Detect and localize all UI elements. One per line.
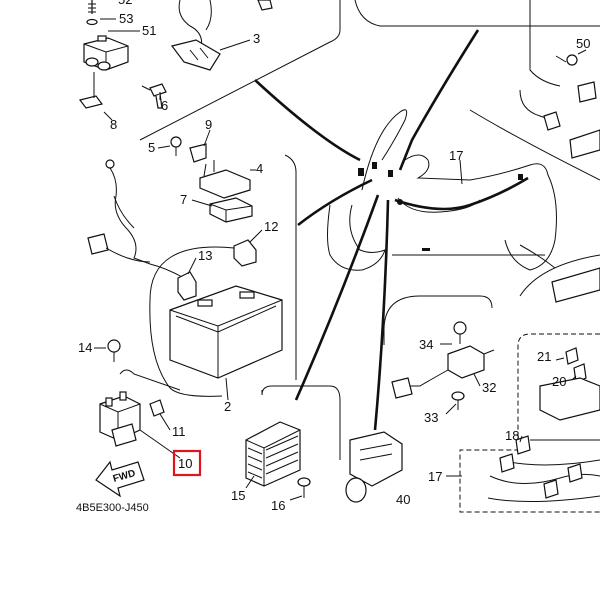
part-starter-relay [99,369,181,447]
part-13-terminal-cover [177,271,197,301]
callout-6: 6 [161,98,168,113]
callout-11: 11 [172,424,186,439]
callout-5: 5 [148,140,155,155]
callout-4: 4 [256,161,263,176]
harness-line-to-regulator [294,194,380,401]
callout-53: 53 [119,11,133,26]
callout-17-top: 17 [449,148,463,163]
leader-lines [94,18,587,501]
harness-line-to-battery [297,178,373,227]
part-51-relay [83,35,129,71]
part-4-holder [199,160,251,199]
part-top-right-connector [519,0,597,131]
callout-15: 15 [231,488,245,503]
callout-18: 18 [505,428,519,443]
callout-21: 21 [537,349,551,364]
part-21-fuse [565,347,579,365]
part-15-regulator [245,421,301,487]
harness-line-to-40 [373,199,390,431]
top-left-panel-border [139,0,341,141]
part-9-bracket [189,143,207,163]
part-14-bolt [107,339,121,362]
part-32-sensor [391,345,495,399]
callout-16: 16 [271,498,285,513]
harness-line-17 [398,29,480,171]
frame-outline [327,109,557,271]
part-8-bracket [78,72,104,109]
part-18-connector [515,435,531,455]
battery-cable [87,159,185,279]
callout-17-bottom: 17 [428,469,442,484]
part-16-bolt [297,477,311,498]
callout-12: 12 [264,219,278,234]
connector-marker-c [388,170,393,177]
part-53-bolt [86,0,98,26]
callout-13: 13 [198,248,212,263]
right-upper-panel-border [469,109,600,181]
harness-detail-border [459,333,600,513]
fwd-arrow-icon: FWD [95,460,145,498]
callout-8: 8 [110,117,117,132]
part-2-battery [149,285,283,397]
callout-52: 52 [118,0,132,7]
center-panel-border [383,295,493,345]
callout-34: 34 [419,337,433,352]
part-harness-box [487,377,600,503]
part-5-screw [170,136,182,156]
clamp-marker [397,199,403,205]
part-harness-connectors [499,453,583,499]
part-34-nut [453,321,467,344]
left-panel-border [284,154,297,380]
part-3-harness-top [170,0,273,71]
part-33-bolt [451,391,465,410]
top-right-panel-border [354,0,600,27]
harness-line-right [394,176,529,211]
part-right-bar [551,129,600,303]
callout-20: 20 [552,374,566,389]
callout-7: 7 [180,192,187,207]
callout-40: 40 [396,492,410,507]
highlight-box [172,449,202,477]
callout-3: 3 [253,31,260,46]
part-11-fuse [149,399,165,417]
callout-10: 10 [178,456,192,471]
part-12-terminal-cover [149,239,257,301]
callout-33: 33 [424,410,438,425]
connector-marker-b [372,162,377,169]
callout-32: 32 [482,380,496,395]
harness-line-3 [254,79,361,162]
diagram-code: 4B5E300-J450 [76,502,149,514]
connector-marker-d [518,174,523,180]
connector-marker-a [358,168,364,176]
callout-50: 50 [576,36,590,51]
connector-marker-e [422,248,430,251]
callout-51: 51 [142,23,156,38]
callout-9: 9 [205,117,212,132]
right-mid-panel-border [519,254,600,297]
part-7-fuse-box [209,197,253,223]
part-40-sensor [345,431,403,503]
part-50-screw [555,54,578,66]
callout-14: 14 [78,340,92,355]
callout-2: 2 [224,399,231,414]
